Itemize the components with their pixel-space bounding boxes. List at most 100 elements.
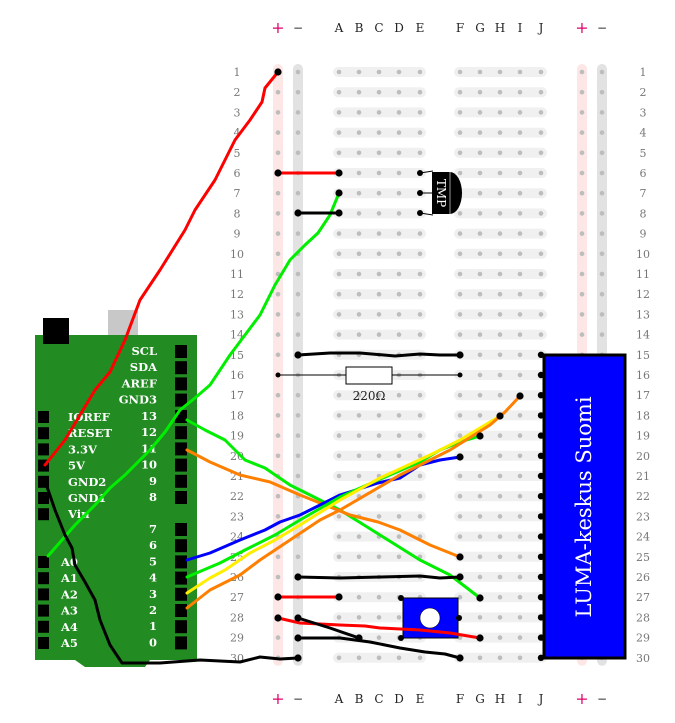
hole — [599, 110, 605, 115]
hole — [336, 231, 342, 236]
hole — [517, 372, 523, 378]
hole — [579, 251, 585, 257]
hole — [477, 150, 483, 156]
hole — [336, 554, 342, 560]
lcd-pin — [537, 513, 545, 520]
hole — [417, 332, 423, 337]
hole — [336, 312, 342, 317]
hole — [497, 453, 503, 459]
lcd-pin — [537, 392, 545, 399]
row-number: 13 — [636, 308, 650, 321]
hole — [295, 392, 301, 398]
row-number: 20 — [230, 450, 244, 463]
arduino-pin — [175, 571, 187, 585]
pin-label: 10 — [141, 458, 157, 472]
hole — [396, 332, 402, 337]
hole — [336, 251, 342, 257]
row-number: 11 — [230, 268, 244, 281]
hole — [497, 211, 503, 216]
hole — [417, 251, 423, 257]
column-label: B — [355, 21, 364, 35]
hole — [376, 392, 382, 398]
wire-endpoint — [476, 432, 484, 440]
row-number: 9 — [234, 228, 241, 241]
hole — [376, 211, 382, 216]
row-number: 30 — [636, 652, 650, 665]
hole — [396, 493, 402, 499]
hole — [396, 655, 402, 661]
wire-endpoint — [456, 553, 464, 561]
wire-endpoint — [274, 614, 282, 622]
hole — [396, 291, 402, 297]
pin-label: 5V — [68, 459, 86, 473]
hole — [275, 453, 281, 459]
row-number: 28 — [230, 611, 244, 624]
hole — [417, 291, 423, 297]
hole — [417, 655, 423, 661]
hole — [538, 231, 544, 236]
hole — [538, 170, 544, 176]
hole — [477, 574, 483, 580]
hole — [497, 332, 503, 337]
hole — [336, 392, 342, 398]
wire-endpoint — [476, 634, 484, 642]
arduino-pin — [38, 427, 49, 440]
hole — [417, 69, 423, 75]
hole — [417, 110, 423, 115]
arduino-pin — [38, 620, 49, 633]
hole — [457, 69, 463, 75]
arduino-pin — [38, 459, 49, 472]
hole — [376, 615, 382, 620]
hole — [376, 312, 382, 317]
row-number: 9 — [640, 228, 647, 241]
column-label: G — [475, 21, 485, 35]
hole — [336, 110, 342, 115]
pin-label: 3 — [149, 587, 157, 601]
hole — [295, 413, 301, 418]
wire-endpoint — [274, 68, 282, 76]
hole — [517, 534, 523, 539]
wire-endpoint — [335, 169, 343, 177]
row-number: 22 — [230, 490, 244, 503]
hole — [599, 69, 605, 75]
hole — [497, 554, 503, 560]
hole — [356, 392, 362, 398]
wire-endpoints — [274, 68, 524, 662]
hole — [599, 251, 605, 257]
pin-label: AREF — [121, 376, 158, 390]
hole — [275, 211, 281, 216]
pin-label: 13 — [141, 409, 157, 423]
row-number: 19 — [230, 430, 244, 443]
row-number: 4 — [640, 127, 647, 140]
hole — [275, 130, 281, 135]
hole — [457, 493, 463, 499]
hole — [356, 473, 362, 479]
row-number: 6 — [640, 167, 647, 180]
hole — [376, 130, 382, 135]
row-number: 23 — [636, 510, 650, 523]
hole — [477, 534, 483, 539]
hole — [275, 231, 281, 236]
hole — [336, 291, 342, 297]
hole — [517, 130, 523, 135]
arduino-pin — [175, 604, 187, 617]
hole — [396, 69, 402, 75]
pin-label: 3.3V — [68, 442, 98, 456]
lcd-pin — [537, 493, 545, 500]
hole — [517, 231, 523, 236]
hole — [579, 332, 585, 337]
wire-endpoint — [274, 593, 282, 601]
hole — [517, 433, 523, 438]
wire-endpoint — [335, 209, 343, 217]
hole — [599, 170, 605, 176]
pin-label: 6 — [149, 538, 157, 552]
hole — [376, 89, 382, 95]
hole — [579, 190, 585, 196]
hole — [356, 655, 362, 661]
arduino-pin — [175, 523, 187, 536]
hole — [295, 332, 301, 337]
hole — [376, 110, 382, 115]
hole — [579, 170, 585, 176]
hole — [417, 130, 423, 135]
